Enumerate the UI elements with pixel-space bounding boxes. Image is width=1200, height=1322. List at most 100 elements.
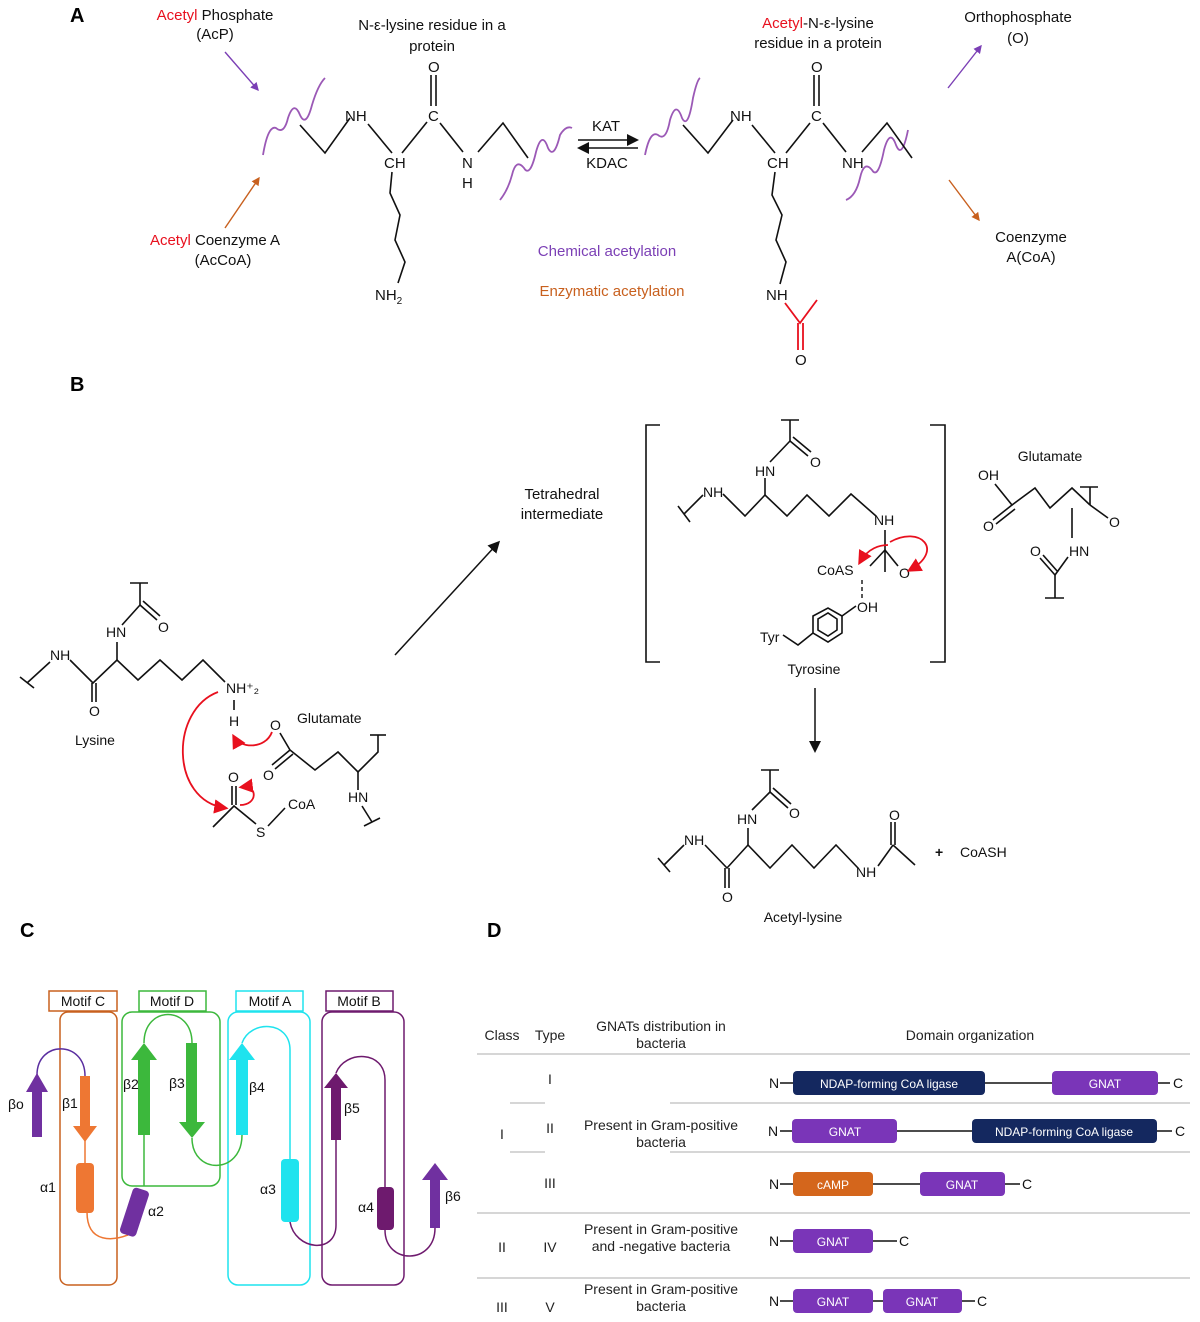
bond [869, 549, 886, 567]
tetrahedral-label-2: intermediate [521, 506, 604, 523]
type-1: I [548, 1071, 552, 1087]
strand-beta1 [73, 1076, 97, 1142]
leaving-group-arrow [858, 544, 889, 566]
protein-chain-wave-left [262, 77, 326, 156]
atom-nh: NH [842, 155, 864, 172]
class-2: II [498, 1239, 506, 1255]
substrate-title: N-ε-lysine residue in a [358, 17, 506, 34]
header-class: Class [484, 1027, 519, 1043]
loop [143, 1013, 193, 1044]
panel-a: A Acetyl Phosphate (AcP) Acetyl Coenzyme… [70, 5, 1072, 369]
motif-c-region [59, 1011, 118, 1286]
domain-gnat-label: GNAT [829, 1125, 862, 1139]
strand-beta4 [229, 1043, 255, 1135]
n-terminus: N [769, 1233, 779, 1249]
oxyanion-arrow [889, 535, 928, 572]
accoa-abbr: (AcCoA) [195, 252, 252, 269]
bond [785, 122, 811, 154]
tetrahedral-label: Tetrahedral [524, 486, 599, 503]
panel-label-a: A [70, 5, 84, 27]
panel-b: B NH O HN O NH⁺₂ H Lysine Glutamate O O … [19, 374, 1120, 925]
domain-gnat-label: GNAT [1089, 1077, 1122, 1091]
domain-row-type5: GNAT GNAT N C [769, 1289, 987, 1313]
c-terminus: C [1173, 1075, 1183, 1091]
lysine-label: Lysine [75, 732, 115, 748]
bracket-left [645, 424, 660, 663]
benzene-inner [817, 612, 838, 637]
acetyl-red: Acetyl [157, 7, 198, 24]
atom-nh2-plus: NH⁺₂ [226, 680, 259, 696]
atom-o: O [983, 518, 994, 534]
motif-a-region [227, 1011, 311, 1286]
n-terminus: N [769, 1075, 779, 1091]
atom-hn: HN [1069, 543, 1089, 559]
atom-hn: HN [106, 624, 126, 640]
strand-beta3 [179, 1043, 205, 1138]
chemical-acetylation-legend: Chemical acetylation [538, 243, 676, 260]
n-terminus: N [769, 1176, 779, 1192]
bond [271, 749, 291, 766]
domain-ndap [972, 1119, 1157, 1143]
bond [267, 807, 286, 827]
bond [361, 805, 373, 823]
bond [683, 494, 704, 515]
panel-label-d: D [487, 920, 501, 942]
coenzyme-label: Coenzyme [995, 229, 1067, 246]
reaction-arrow [394, 540, 501, 656]
distribution-class3-2: bacteria [636, 1298, 686, 1314]
motif-b-region [321, 1011, 405, 1286]
loop [384, 1227, 436, 1257]
bond [477, 121, 529, 159]
label-beta6: β6 [445, 1188, 461, 1204]
c-terminus: C [1175, 1123, 1185, 1139]
header-type: Type [535, 1027, 566, 1043]
nucleophilic-attack-arrow [181, 691, 229, 814]
coash-label: CoASH [960, 844, 1007, 860]
domain-gnat-label: GNAT [946, 1178, 979, 1192]
distribution-class1-2: bacteria [636, 1134, 686, 1150]
enzymatic-arrow-out [948, 179, 980, 222]
carbonyl-arrow [238, 778, 255, 806]
motif-d [121, 990, 221, 1187]
atom-o: O [811, 59, 823, 76]
coenzyme-a-text: Coenzyme A [191, 232, 280, 249]
orthophosphate-label: Orthophosphate [964, 9, 1072, 26]
header-domain: Domain organization [906, 1027, 1034, 1043]
motif-d-label: Motif D [150, 993, 194, 1009]
c-terminus: C [1022, 1176, 1032, 1192]
product-title-rest: -N-ε-lysine [803, 15, 874, 32]
panel-c: C Motif C Motif D Motif A Motif B [8, 920, 461, 1286]
enzymatic-acetylation-legend: Enzymatic acetylation [539, 283, 684, 300]
distribution-class3: Present in Gram-positive [584, 1281, 738, 1297]
motif-b [321, 990, 405, 1286]
lysine-chain [69, 658, 226, 685]
helix-alpha1 [76, 1163, 94, 1213]
bond [363, 817, 381, 827]
c-terminus: C [977, 1293, 987, 1309]
glutamate-chain [279, 732, 379, 774]
bond [992, 504, 1013, 521]
atom-h: H [462, 175, 473, 192]
bond [1089, 504, 1109, 519]
atom-ch: CH [384, 155, 406, 172]
label-beta2: β2 [123, 1076, 139, 1092]
bond [139, 604, 158, 621]
tyrosine-label: Tyrosine [788, 661, 841, 677]
loop [289, 1140, 337, 1246]
n-terminus: N [769, 1293, 779, 1309]
label-alpha3: α3 [260, 1181, 276, 1197]
bond [212, 804, 257, 828]
bond [792, 436, 812, 453]
domain-gnat [883, 1289, 962, 1313]
acetyl-lysine-label: Acetyl-lysine [764, 909, 843, 925]
enzymatic-arrow [224, 176, 260, 229]
motif-a-label: Motif A [249, 993, 292, 1009]
motif-b-label: Motif B [337, 993, 381, 1009]
atom-o: O [1030, 543, 1041, 559]
acp-abbr: (AcP) [196, 26, 234, 43]
helix-alpha3 [281, 1159, 299, 1222]
strand-beta5 [324, 1073, 348, 1140]
atom-c: C [428, 108, 439, 125]
atom-o: O [810, 454, 821, 470]
phosphate-text: Phosphate [197, 7, 273, 24]
